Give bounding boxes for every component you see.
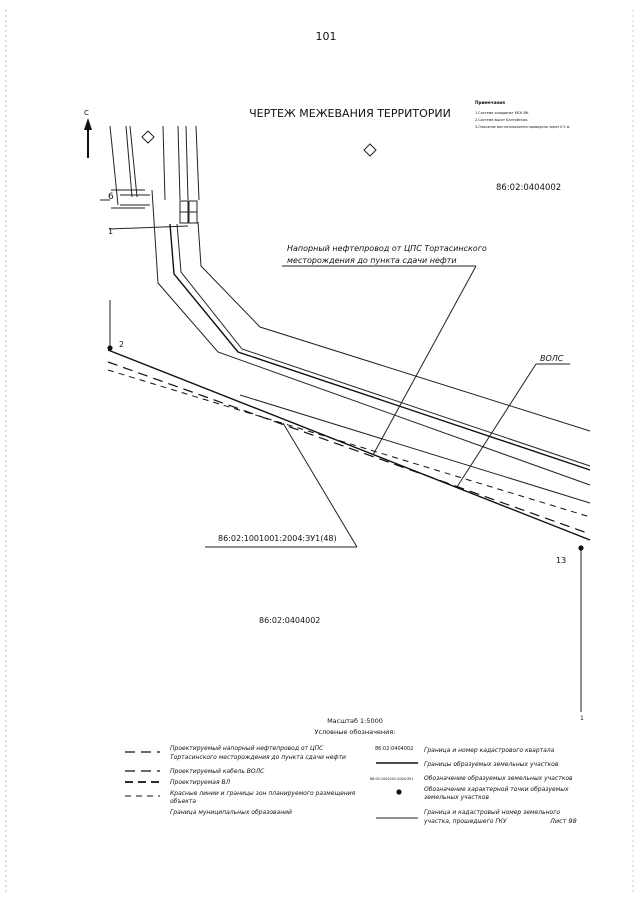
legend-item-text: Проектируемый напорный нефтепровод от ЦП…	[170, 745, 324, 752]
legend-item-text: Тортасинского месторождения до пункта сд…	[170, 754, 346, 761]
legend-item-text: объекта	[170, 798, 196, 805]
legend-item-text: Граница муниципальных образований	[170, 809, 292, 816]
diamond-marker	[141, 130, 155, 144]
characteristic-point-marker	[578, 545, 584, 551]
legend-item-text: Проектируемый кабель ВОЛС	[170, 768, 265, 775]
sheet-label: Лист 98	[549, 817, 577, 825]
notes-line: 3.Описание местоположения проведено чере…	[475, 125, 570, 129]
legend-heading: Условные обозначения:	[314, 728, 395, 736]
legend-item-text: земельных участков	[424, 794, 489, 801]
pipeline-label-line1: Напорный нефтепровод от ЦПС Тортасинског…	[287, 244, 487, 253]
legend: Масштаб 1:5000 Условные обозначения: Про…	[125, 717, 577, 825]
cadastral-quarter-label: 86:02:0404002	[259, 616, 320, 625]
point-label: 6	[108, 192, 114, 202]
pipeline-callout: Напорный нефтепровод от ЦПС Тортасинског…	[282, 244, 487, 456]
legend-sample-quarter: 86:02:0404002	[375, 746, 413, 752]
point-label: 2	[119, 340, 124, 349]
legend-item-text: Граница и кадастровый номер земельного	[424, 809, 560, 816]
pipeline-corridor	[151, 189, 591, 486]
page-number: 101	[316, 30, 337, 43]
legend-item-text: Обозначение характерной точки образуемых	[424, 786, 569, 793]
fiber-label: ВОЛС	[540, 354, 564, 363]
legend-item-text: участка, прошедшего ГКУ	[423, 818, 507, 825]
existing-structures	[100, 125, 200, 230]
north-arrow-head	[84, 118, 92, 130]
legend-item-text: Обозначение образуемых земельных участко…	[424, 775, 573, 782]
parcel-callout: 86:02:1001001:2004:ЗУ1(48)	[205, 422, 358, 548]
fiber-cable-line	[107, 361, 591, 535]
characteristic-point-marker	[107, 345, 113, 351]
scale-label: Масштаб 1:5000	[327, 717, 383, 725]
point-label: 1	[580, 715, 584, 722]
legend-item-text: Красные линии и границы зон планируемого…	[170, 790, 356, 797]
cadastral-quarter-label: 86:02:0404002	[496, 183, 561, 193]
notes-heading: Примечания	[475, 100, 505, 105]
notes-line: 1.Система координат МСК-86.	[475, 111, 529, 115]
fiber-callout: ВОЛС	[456, 354, 570, 488]
drawing-title: ЧЕРТЕЖ МЕЖЕВАНИЯ ТЕРРИТОРИИ	[249, 107, 451, 120]
pipeline-label-line2: месторождения до пункта сдачи нефти	[287, 256, 457, 265]
notes-line: 2.Система высот Балтийская.	[475, 118, 528, 122]
north-arrow: С	[84, 109, 92, 158]
southern-band	[107, 349, 591, 541]
legend-symbol-point	[396, 789, 402, 795]
notes-block: Примечания 1.Система координат МСК-86. 2…	[475, 100, 570, 129]
legend-item-text: Проектируемая ВЛ	[170, 779, 231, 786]
diamond-marker	[363, 143, 377, 157]
north-label: С	[84, 109, 89, 117]
parcel-boundary-line	[239, 394, 591, 504]
legend-item-text: Границы образуемых земельных участков	[424, 761, 559, 768]
point-label: 1	[108, 227, 113, 236]
overhead-line	[107, 369, 591, 518]
parcel-label: 86:02:1001001:2004:ЗУ1(48)	[218, 534, 337, 543]
legend-item-text: Граница и номер кадастрового квартала	[424, 747, 555, 754]
boundary-line	[107, 349, 591, 541]
legend-sample-parcel: 86:02:1001001:2004:ЗУ1	[370, 777, 413, 781]
point-label: 13	[556, 556, 566, 565]
